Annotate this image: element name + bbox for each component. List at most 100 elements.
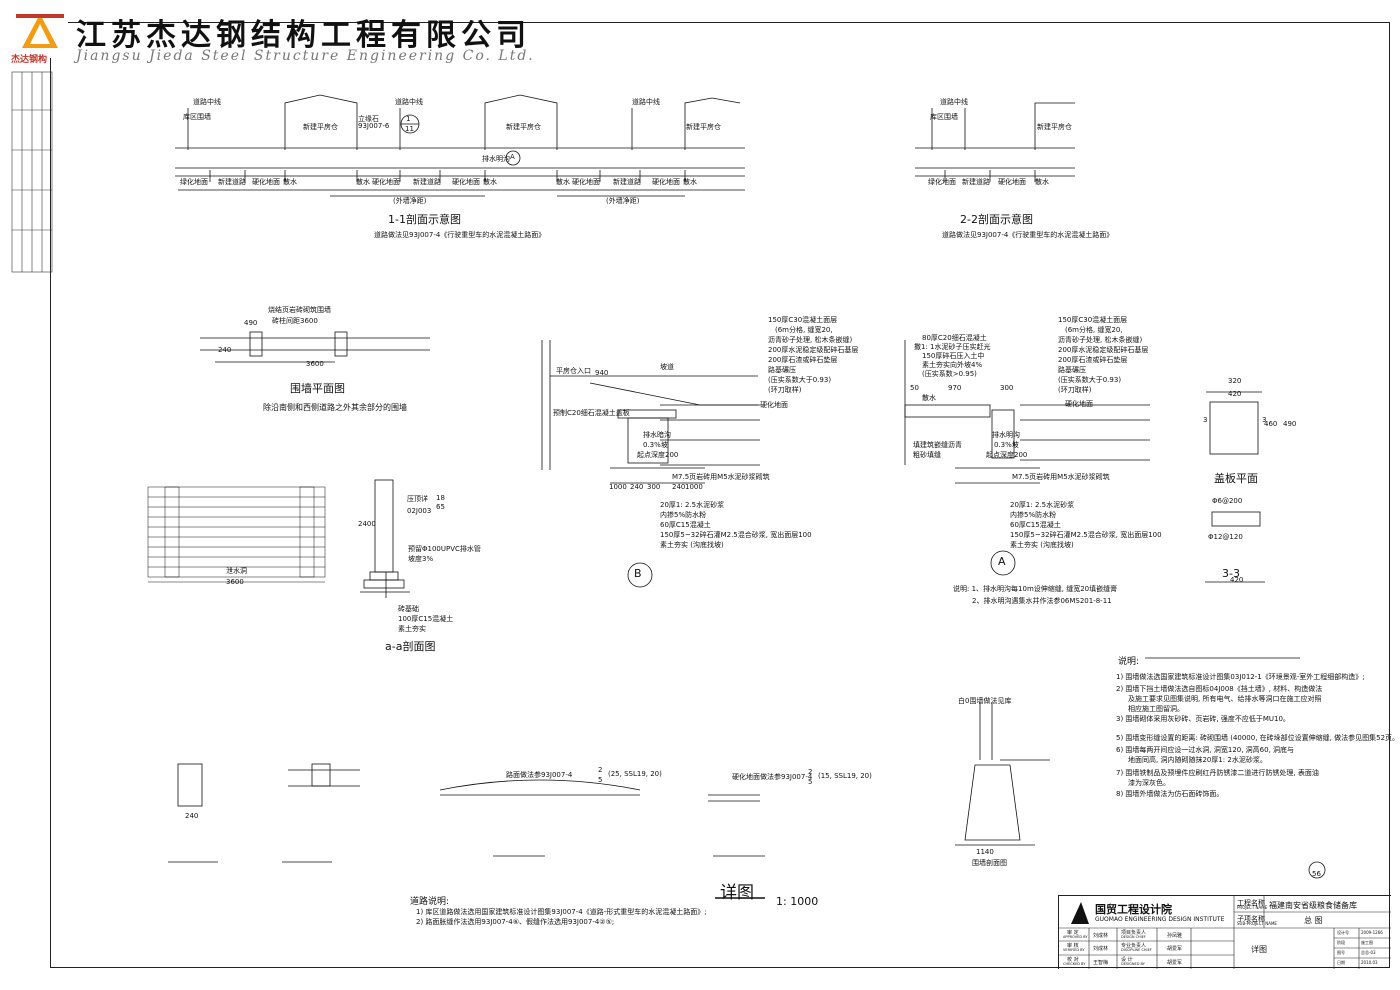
s22-title: 2-2剖面示意图 <box>960 213 1033 226</box>
a-dim-300: 300 <box>1000 384 1014 392</box>
detail-a-drawing <box>904 340 1150 576</box>
cp-rebar-2: Φ12@120 <box>1208 533 1243 541</box>
s22-bottom-1: 新建道路 <box>962 178 990 186</box>
s11-bottom-5: 硬化地面 <box>372 178 400 186</box>
rw-title: 围墙剖面图 <box>972 859 1007 867</box>
s11-bottom-10: 硬化地面 <box>572 178 600 186</box>
retaining-wall-drawing <box>955 702 1050 846</box>
aa-dim-2400: 2400 <box>358 520 376 528</box>
b-dim-1000b: 1000 <box>685 483 703 491</box>
wallplan-dim-3600: 3600 <box>306 360 324 368</box>
s22-label-boundary: 库区围墙 <box>930 113 958 121</box>
b-bottom-4: 素土夯实 (沟底找坡) <box>660 541 724 549</box>
b-bottom-0: 20厚1: 2.5水泥砂浆 <box>660 501 725 509</box>
aa-label-cap: 压顶详 <box>407 495 428 503</box>
tb-role2-en-2: DESIGNED BY <box>1121 962 1145 966</box>
s11-title: 1-1剖面示意图 <box>388 213 461 226</box>
s22-note: 道路做法见93J007-4《行驶重型车的水泥混凝土路面》 <box>942 231 1114 239</box>
brick-wall-elevation <box>147 486 326 583</box>
s11-bottom-13: 散水 <box>683 178 697 186</box>
wallplan-dim-240: 240 <box>218 346 232 354</box>
tb-meta-3: 施工图 <box>1361 940 1373 945</box>
s11-label-curb-ref: 93J007-6 <box>358 122 390 130</box>
wallplan-dim-490: 490 <box>244 319 258 327</box>
aa-title: a-a剖面图 <box>385 640 436 653</box>
notes-item-9: 漆为深灰色。 <box>1128 779 1170 787</box>
b-right-6: (压实系数大于0.93) <box>768 376 832 384</box>
drawing-frame <box>50 22 1390 968</box>
wallplan-label-0: 烧结页岩砖砌筑围墙 <box>268 306 331 314</box>
tb-meta-5: 总总-03 <box>1361 950 1376 955</box>
b-right-0: 150厚C30混凝土面层 <box>768 316 838 324</box>
tb-role2-en-1: DISCIPLINE CHIEF <box>1121 948 1152 952</box>
b-right-1: (6m分格, 缝宽20, <box>775 326 833 334</box>
tb-role2-0: 项目负责人 <box>1121 930 1147 936</box>
section-2-2-drawing <box>915 102 1075 182</box>
wallplan-subtitle: 除沿南侧和西侧道路之外其余部分的围墙 <box>263 403 407 412</box>
title-block-grid <box>1059 896 1391 969</box>
s11-label-centerline-2: 道路中线 <box>395 98 423 106</box>
a-bottom-4: 素土夯实 (沟底找坡) <box>1010 541 1074 549</box>
tb-meta-2: 阶段 <box>1337 940 1345 945</box>
road-notes-item-1: 2) 路面胀缝作法选用93J007-4⑥、假缝作法选用93J007-4②⑤; <box>416 918 615 926</box>
s22-bottom-3: 散水 <box>1035 178 1049 186</box>
s11-bottom-11: 新建道路 <box>613 178 641 186</box>
a-right-7: (环刀取样) <box>1058 386 1092 394</box>
b-right-2: 沥青砂子处理, 松木条嵌缝) <box>768 336 853 344</box>
b-left-slope: 0.3%坡 <box>643 441 668 449</box>
logo-caption: 杰达钢构 <box>11 55 48 65</box>
b-left-entrance: 平房仓入口 <box>556 367 591 375</box>
a-note-1: 2、排水明沟遇集水井作法参06MS201-8-11 <box>972 597 1112 605</box>
company-logo <box>12 10 68 58</box>
tb-role-0: 审 定 <box>1067 930 1079 936</box>
aa-label-pipe: 预留Φ100UPVC排水管 <box>408 545 481 553</box>
s22-label-centerline: 道路中线 <box>940 98 968 106</box>
b-left-drain: 排水暗沟 <box>643 431 671 439</box>
tb-role-en-1: VERIFIED BY <box>1063 948 1085 952</box>
wallplan-title: 围墙平面图 <box>290 382 345 395</box>
tb-meta-0: 设计号 <box>1337 930 1349 935</box>
s22-bottom-0: 绿化地面 <box>928 178 956 186</box>
a-left-4: (压实系数>0.95) <box>922 370 977 378</box>
s11-label-drain: 排水明沟 <box>482 155 510 163</box>
notes-item-5: 5) 围墙变形缝设置的距离: 砖砌围墙 (40000, 在砖垛部位设置伸缩缝, … <box>1116 734 1400 742</box>
aa-dim-3600: 3600 <box>226 578 244 586</box>
notes-item-1: 2) 围墙下挡土墙做法选自图标04J008《挡土墙》, 材料、构造做法 <box>1116 685 1323 693</box>
s11-callout-sheet: 11 <box>405 125 414 133</box>
tb-name2-1: 胡爱军 <box>1167 946 1183 952</box>
a-left-splash: 散水 <box>922 394 936 402</box>
s11-bottom-8: 散水 <box>483 178 497 186</box>
a-ref: A <box>998 555 1006 568</box>
tb-role-en-2: CHECKED BY <box>1063 962 1086 966</box>
s11-note: 道路做法见93J007-4《行驶重型车的水泥混凝土路面》 <box>374 231 546 239</box>
aa-label-cap-ref: 02J003 <box>407 507 432 515</box>
b-left-masonry: M7.5页岩砖用M5水泥砂浆砌筑 <box>672 473 770 481</box>
section-a-a-drawing <box>360 479 410 598</box>
b-left-ramp: 坡道 <box>660 363 674 371</box>
aa-label-slope: 坡度3% <box>408 555 434 563</box>
cp-dim-420: 420 <box>1228 390 1242 398</box>
bd-hard-ref: 硬化地面做法参93J007-4 <box>732 773 813 781</box>
wallplan-label-1: 砖柱间距3600 <box>272 317 318 325</box>
notes-item-8: 7) 围墙铁制品及预埋件应刷红丹防锈漆二道进行防锈处理, 表面油 <box>1116 769 1319 777</box>
cp-rebar-1: Φ6@200 <box>1212 497 1243 505</box>
a-left-3: 素土夯实向外坡4% <box>922 361 983 369</box>
bottom-details-drawing <box>168 763 765 863</box>
drawing-name: 详图 <box>1251 945 1267 954</box>
a-left-2: 150厚碎石压入土中 <box>922 352 985 360</box>
s11-label-centerline-3: 道路中线 <box>632 98 660 106</box>
a-right-2: 沥青砂子处理, 松木条嵌缝) <box>1058 336 1143 344</box>
tb-role2-2: 设 计 <box>1121 957 1133 963</box>
aa-callout-sheet: 65 <box>436 503 445 511</box>
tb-meta-1: 2009-1266 <box>1361 930 1383 935</box>
road-notes-heading: 道路说明: <box>410 897 450 907</box>
cover-plate-drawing <box>1205 391 1265 583</box>
a-right-depth: 起点深度200 <box>986 451 1028 459</box>
a-bottom-2: 60厚C15混凝土 <box>1010 521 1061 529</box>
b-dim-1000a: 1000 <box>609 483 627 491</box>
bd-hard-ref-extra: (15, SSL19, 20) <box>818 772 872 780</box>
page-number: 56 <box>1312 870 1321 878</box>
section-1-1-drawing <box>175 94 745 197</box>
b-dim-940: 940 <box>595 369 609 377</box>
b-left-hard: 硬化地面 <box>760 401 788 409</box>
